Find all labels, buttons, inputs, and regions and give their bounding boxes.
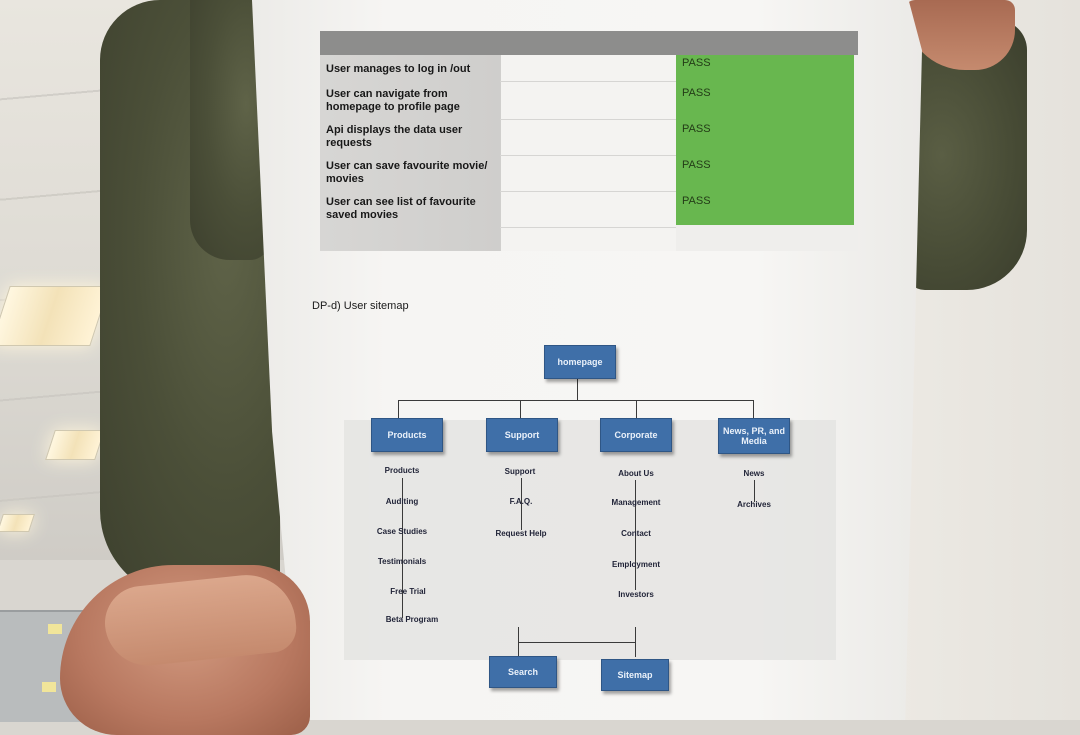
support-box: Support <box>486 418 558 452</box>
ceiling-light <box>0 514 35 532</box>
connector <box>636 400 637 418</box>
connector <box>402 478 403 618</box>
sitemap-item: Auditing <box>385 497 419 506</box>
pass-cell: PASS <box>676 121 854 157</box>
connector <box>398 400 754 401</box>
pass-cell: PASS <box>676 157 854 193</box>
sitemap-item: Investors <box>618 590 654 599</box>
sitemap-item: News <box>743 469 765 478</box>
sitemap-item: Products <box>384 466 420 475</box>
pass-cell: PASS <box>676 85 854 121</box>
ceiling-light <box>45 430 105 460</box>
sitemap-item: Archives <box>737 500 771 509</box>
locker-label <box>42 682 56 692</box>
blank-column <box>500 55 677 251</box>
search-box: Search <box>489 656 557 688</box>
sitemap-item: Free Trial <box>390 587 426 596</box>
sitemap-item: Management <box>611 498 661 507</box>
sitemap-box: Sitemap <box>601 659 669 691</box>
test-name: User can navigate from homepage to profi… <box>326 88 460 113</box>
test-results-table: User manages to log in /out PASS User ca… <box>320 31 858 251</box>
sitemap-item: Beta Program <box>385 615 439 624</box>
row-divider <box>500 227 676 228</box>
sitemap-item: Employment <box>611 560 660 569</box>
sitemap-item: Request Help <box>495 529 547 538</box>
section-title: DP-d) User sitemap <box>312 300 409 312</box>
connector <box>518 642 636 643</box>
sitemap-item: Support <box>504 467 536 476</box>
connector <box>753 400 754 418</box>
test-name: User can see list of favourite saved mov… <box>326 196 476 221</box>
test-column <box>320 55 500 251</box>
corporate-box: Corporate <box>600 418 672 452</box>
test-name: User manages to log in /out <box>326 63 471 75</box>
sitemap-item: Testimonials <box>377 557 427 566</box>
test-name: Api displays the data user requests <box>326 124 463 149</box>
sitemap-item: About Us <box>618 469 654 478</box>
test-name: User can save favourite movie/ movies <box>326 160 488 185</box>
sitemap-item: Case Studies <box>376 527 428 536</box>
locker-label <box>48 624 62 634</box>
sitemap-item: F.A.Q. <box>509 497 533 506</box>
connector <box>754 480 755 502</box>
sitemap-item: Contact <box>621 529 651 538</box>
connector <box>398 400 399 418</box>
news-pr-media-box: News, PR, and Media <box>718 418 790 454</box>
connector <box>577 378 578 400</box>
table-header <box>320 31 858 55</box>
row-divider <box>500 81 676 82</box>
row-divider <box>500 119 676 120</box>
row-divider <box>500 155 676 156</box>
sitemap-background <box>344 420 836 660</box>
row-divider <box>500 191 676 192</box>
pass-cell: PASS <box>676 193 854 225</box>
homepage-box: homepage <box>544 345 616 379</box>
connector <box>520 400 521 418</box>
connector <box>521 478 522 530</box>
products-box: Products <box>371 418 443 452</box>
connector <box>635 480 636 590</box>
